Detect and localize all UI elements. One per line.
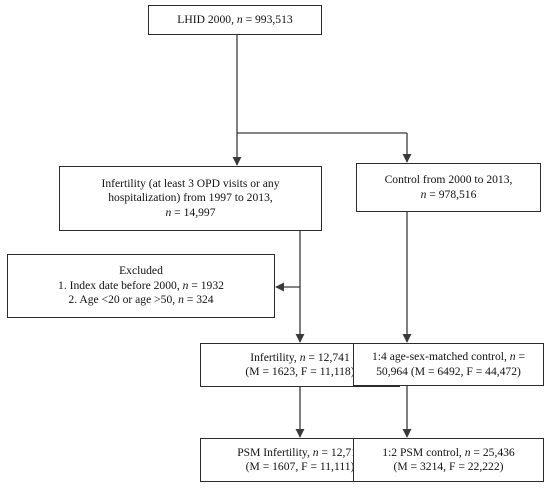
node-psm-control: 1:2 PSM control, n = 25,436 (M = 3214, F… (353, 438, 544, 482)
node-psm-infertility-line-2: (M = 1607, F = 11,111) (245, 460, 355, 473)
node-matched-control-line-1: 1:4 age-sex-matched control, n = (371, 350, 526, 363)
node-matched-control: 1:4 age-sex-matched control, n = 50,964 … (353, 343, 544, 386)
node-psm-control-line-2: (M = 3214, F = 22,222) (393, 460, 504, 473)
node-psm-control-line-1: 1:2 PSM control, n = 25,436 (382, 445, 515, 459)
node-control-pool-line-1: Control from 2000 to 2013, (384, 173, 513, 186)
node-infertility-criteria-line-3: n = 14,997 (165, 205, 216, 219)
node-excluded-line-3: 2. Age <20 or age >50, n = 324 (68, 293, 214, 307)
node-excluded: Excluded 1. Index date before 2000, n = … (7, 254, 275, 318)
node-infertility-criteria-line-1: Infertility (at least 3 OPD visits or an… (101, 176, 280, 190)
node-infertility-line-1: Infertility, n = 12,741 (250, 350, 350, 364)
node-root-line-1: LHID 2000, n = 993,513 (177, 12, 293, 26)
node-infertility-criteria-line-2: hospitalization) from 1997 to 2013, (108, 191, 273, 205)
node-excluded-line-1: Excluded (119, 264, 163, 278)
node-infertility-criteria: Infertility (at least 3 OPD visits or an… (59, 166, 322, 231)
node-matched-control-line-2: 50,964 (M = 6492, F = 44,472) (376, 364, 521, 378)
node-excluded-line-2: 1. Index date before 2000, n = 1932 (58, 278, 224, 292)
node-psm-infertility-line-1: PSM Infertility, n = 12,718 (237, 445, 363, 459)
node-control-pool-line-2: n = 978,516 (420, 187, 477, 201)
node-control-pool: Control from 2000 to 2013, n = 978,516 (356, 163, 541, 212)
node-infertility-line-2: (M = 1623, F = 11,118) (245, 365, 355, 378)
node-root: LHID 2000, n = 993,513 (148, 5, 322, 35)
